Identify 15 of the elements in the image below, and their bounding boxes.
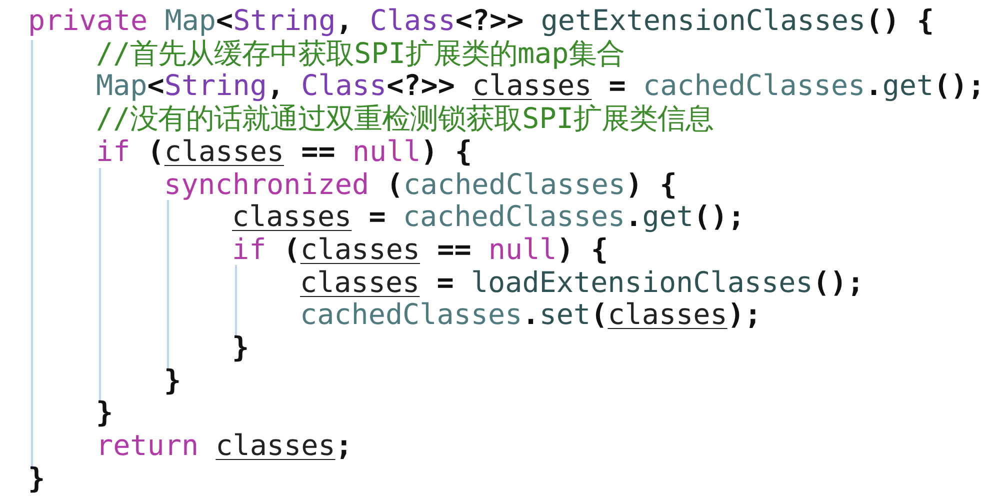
code-line: private Map<String, Class<?>> getExtensionClasses() {	[28, 5, 934, 37]
code-comment: //首先从缓存中获取SPI扩展类的map集合	[96, 38, 625, 70]
code-line: return classes;	[96, 430, 352, 462]
code-line: if (classes == null) {	[96, 136, 472, 168]
code-line: synchronized (cachedClasses) {	[164, 168, 677, 200]
code-line: classes = loadExtensionClasses();	[300, 266, 864, 299]
code-line: Map<String, Class<?>> classes = cachedClasses.get();	[96, 70, 985, 102]
code-line: classes = cachedClasses.get();	[232, 201, 745, 234]
code-line: }	[28, 462, 46, 495]
code-comment: //没有的话就通过双重检测锁获取SPI扩展类信息	[96, 103, 714, 136]
code-line: }	[164, 364, 182, 397]
code-line: }	[232, 332, 250, 364]
code-line: cachedClasses.set(classes);	[300, 299, 762, 332]
code-line: }	[96, 397, 114, 430]
code-line: if (classes == null) {	[232, 234, 608, 266]
